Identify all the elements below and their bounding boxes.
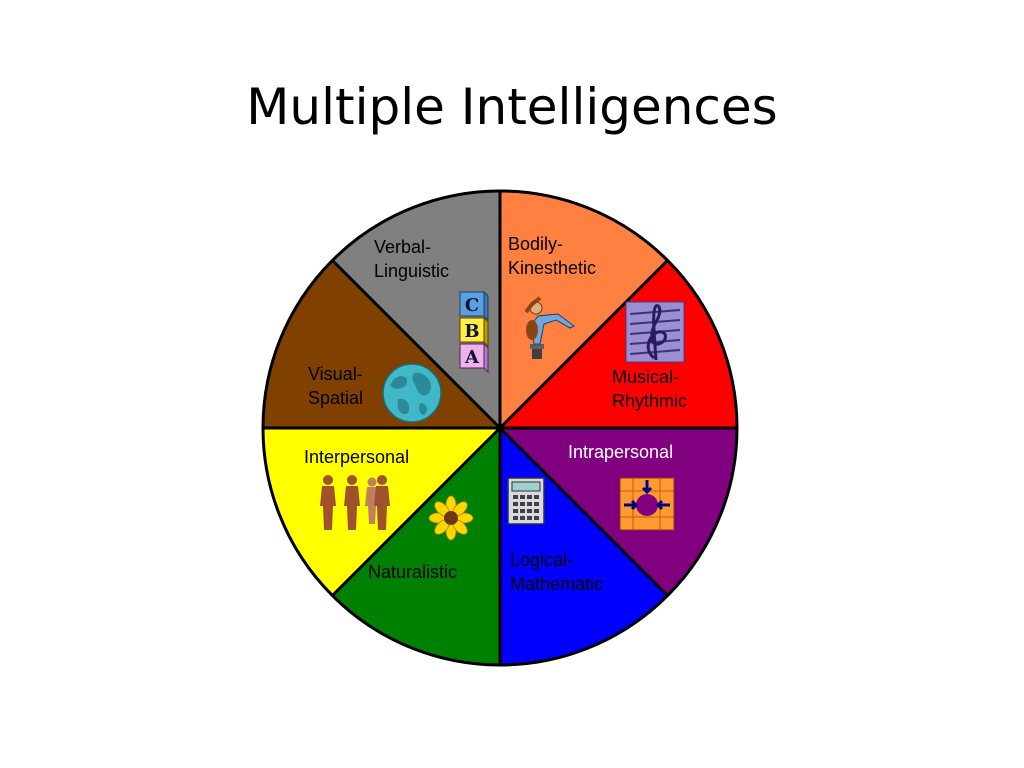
music-staff-icon [625,301,685,363]
label-naturalistic: Naturalistic [368,562,457,582]
abc-blocks-icon: C B A [458,290,490,374]
divider-line [498,259,669,430]
self-reflection-icon [619,477,675,531]
divider-line [331,426,502,597]
divider-line [331,259,502,430]
block-b: B [459,316,489,348]
block-a: A [459,342,489,374]
sector-intrapersonal [500,428,737,596]
calculator-icon [507,477,545,525]
svg-text:B: B [464,321,479,342]
label-verbal-linguistic: Verbal-Linguistic [374,237,449,281]
globe-icon [382,363,442,423]
people-group-icon [320,475,390,530]
wheel-labels: Bodily-KinestheticMusical-RhythmicIntrap… [304,234,687,594]
svg-text:C: C [465,295,479,316]
divider-line [498,426,669,597]
wheel-dividers [263,191,737,665]
label-bodily-kinesthetic: Bodily-Kinesthetic [508,234,596,278]
label-musical-rhythmic: Musical-Rhythmic [612,367,687,411]
sector-verbal-linguistic [332,191,500,428]
slide-title: Multiple Intelligences [246,78,778,136]
block-c: C [458,290,490,322]
label-visual-spatial: Visual-Spatial [308,364,363,408]
sector-bodily-kinesthetic [500,191,668,428]
sector-naturalistic [332,428,500,665]
label-logical-mathematic: Logical-Mathematic [510,550,603,594]
label-interpersonal: Interpersonal [304,447,409,467]
label-intrapersonal: Intrapersonal [568,442,673,462]
wheel-outline [261,189,739,667]
gymnast-icon [524,296,575,359]
svg-text:A: A [464,347,480,368]
sunflower-icon [428,495,474,541]
